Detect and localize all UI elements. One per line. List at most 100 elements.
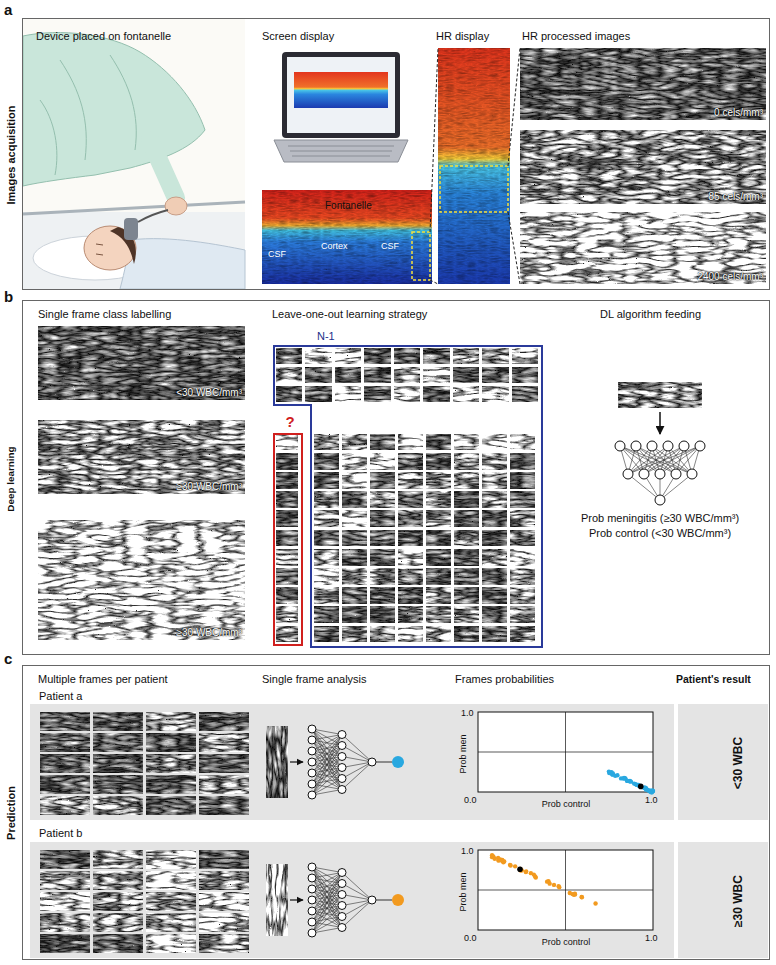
- band-divider: [674, 704, 678, 820]
- ultrasound-frame: [370, 530, 395, 546]
- ultrasound-frame: [398, 511, 423, 527]
- network-link: [312, 867, 342, 928]
- ultrasound-frame: [398, 607, 423, 623]
- section-label: Single frame class labelling: [38, 308, 171, 321]
- network-neuron: [308, 736, 316, 744]
- node-label: N-1: [317, 330, 335, 343]
- ultrasound-frame: [365, 367, 391, 383]
- network-link: [342, 895, 372, 901]
- bed: [23, 212, 245, 289]
- plot-area: [478, 712, 653, 792]
- ultrasound-frame: [510, 492, 535, 508]
- ultrasound-frame: [40, 871, 90, 890]
- ultrasound-frame: [510, 434, 535, 450]
- network-neuron: [655, 469, 665, 479]
- ultrasound-frame: [453, 367, 479, 383]
- flow-arrow: [290, 761, 303, 762]
- network-neuron: [308, 725, 316, 733]
- network-neuron: [338, 786, 346, 794]
- network-link: [312, 867, 342, 917]
- ultrasound-frame: [199, 850, 249, 869]
- ultrasound-frame: [199, 712, 249, 731]
- network-neuron: [308, 929, 316, 937]
- ultrasound-frame: [276, 549, 298, 565]
- processed-image-box: 0 cels/mm³: [521, 49, 767, 121]
- node-label: Prob control: [542, 937, 591, 947]
- ultrasound-frame: [314, 530, 339, 546]
- ultrasound-frame: [342, 472, 367, 488]
- ultrasound-frame: [342, 453, 367, 469]
- node-label: <30 WBC/mm³: [176, 387, 242, 399]
- section-label: Patient's result: [676, 673, 751, 685]
- ultrasound-frame: [314, 588, 339, 604]
- panel-box: Deep learning<30 WBC/mm³≥30 WBC/mm³≥30 W…: [22, 300, 770, 655]
- ultrasound-frame: [394, 348, 420, 364]
- laptop-image: [294, 72, 388, 108]
- ultrasound-frame: [342, 549, 367, 565]
- ultrasound-frame: [276, 472, 298, 488]
- ultrasound-frame: [276, 511, 298, 527]
- network-output-link: [376, 762, 392, 763]
- ultrasound-frame: [314, 453, 339, 469]
- network-neuron: [623, 469, 633, 479]
- network-neuron: [338, 924, 346, 932]
- section-label: HR display: [436, 30, 489, 43]
- ultrasound-frame: [40, 934, 90, 953]
- ultrasound-frame: [510, 626, 535, 642]
- probability-plot: Prob menProb control0.01.01.0: [449, 707, 669, 819]
- ultrasound-frame: [426, 549, 451, 565]
- laptop-screen: [282, 52, 400, 138]
- ultrasound-frame: [426, 626, 451, 642]
- panel-title: Images acquisition: [5, 105, 18, 204]
- node-label: 1.0: [645, 933, 658, 943]
- mean-point: [517, 866, 523, 872]
- ultrasound-frame: [426, 511, 451, 527]
- network-link: [342, 746, 372, 763]
- frame-point: [508, 863, 512, 867]
- ultrasound-frame: [370, 472, 395, 488]
- node-label: ≥30 WBC/mm³: [177, 627, 243, 639]
- panel-title: Deep learning: [5, 446, 16, 511]
- ultrasound-frame: [370, 607, 395, 623]
- network-neuron: [663, 441, 673, 451]
- section-label: Screen display: [262, 30, 334, 43]
- ultrasound-frame: [370, 434, 395, 450]
- network-neuron: [308, 863, 316, 871]
- ultrasound-frame: [276, 492, 298, 508]
- network-neuron: [308, 874, 316, 882]
- ultrasound-frame: [276, 530, 298, 546]
- ultrasound-frame: [510, 453, 535, 469]
- bed-rail: [23, 202, 245, 214]
- ultrasound-frame: [199, 733, 249, 752]
- ultrasound-frame: [335, 367, 361, 383]
- network-neuron: [338, 742, 346, 750]
- frame-point: [492, 857, 496, 861]
- section-label: Multiple frames per patient: [38, 673, 168, 686]
- ultrasound-image: [262, 190, 432, 284]
- ultrasound-frame: [276, 588, 298, 604]
- ultrasound-frame: [426, 530, 451, 546]
- network-link: [312, 779, 342, 796]
- network-neuron: [338, 753, 346, 761]
- ultrasound-frame: [482, 530, 507, 546]
- ultrasound-frame: [512, 367, 538, 383]
- ultrasound-frame: [199, 796, 249, 815]
- zoom-line: [430, 48, 438, 232]
- ultrasound-frame: [510, 588, 535, 604]
- plot-midline: [478, 752, 653, 753]
- ultrasound-frame: [483, 367, 509, 383]
- frame-point: [593, 901, 597, 905]
- node-label: Patient b: [39, 827, 82, 840]
- frame-point: [644, 786, 648, 790]
- node-label: Prob men: [458, 872, 468, 911]
- ultrasound-frame: [453, 386, 479, 402]
- ultrasound-frame: [398, 453, 423, 469]
- ultrasound-frame: [146, 775, 196, 794]
- probe-cable: [138, 210, 168, 222]
- ultrasound-frame: [40, 712, 90, 731]
- ultrasound-frame: [482, 472, 507, 488]
- ultrasound-frame: [342, 492, 367, 508]
- ultrasound-frame: [93, 712, 143, 731]
